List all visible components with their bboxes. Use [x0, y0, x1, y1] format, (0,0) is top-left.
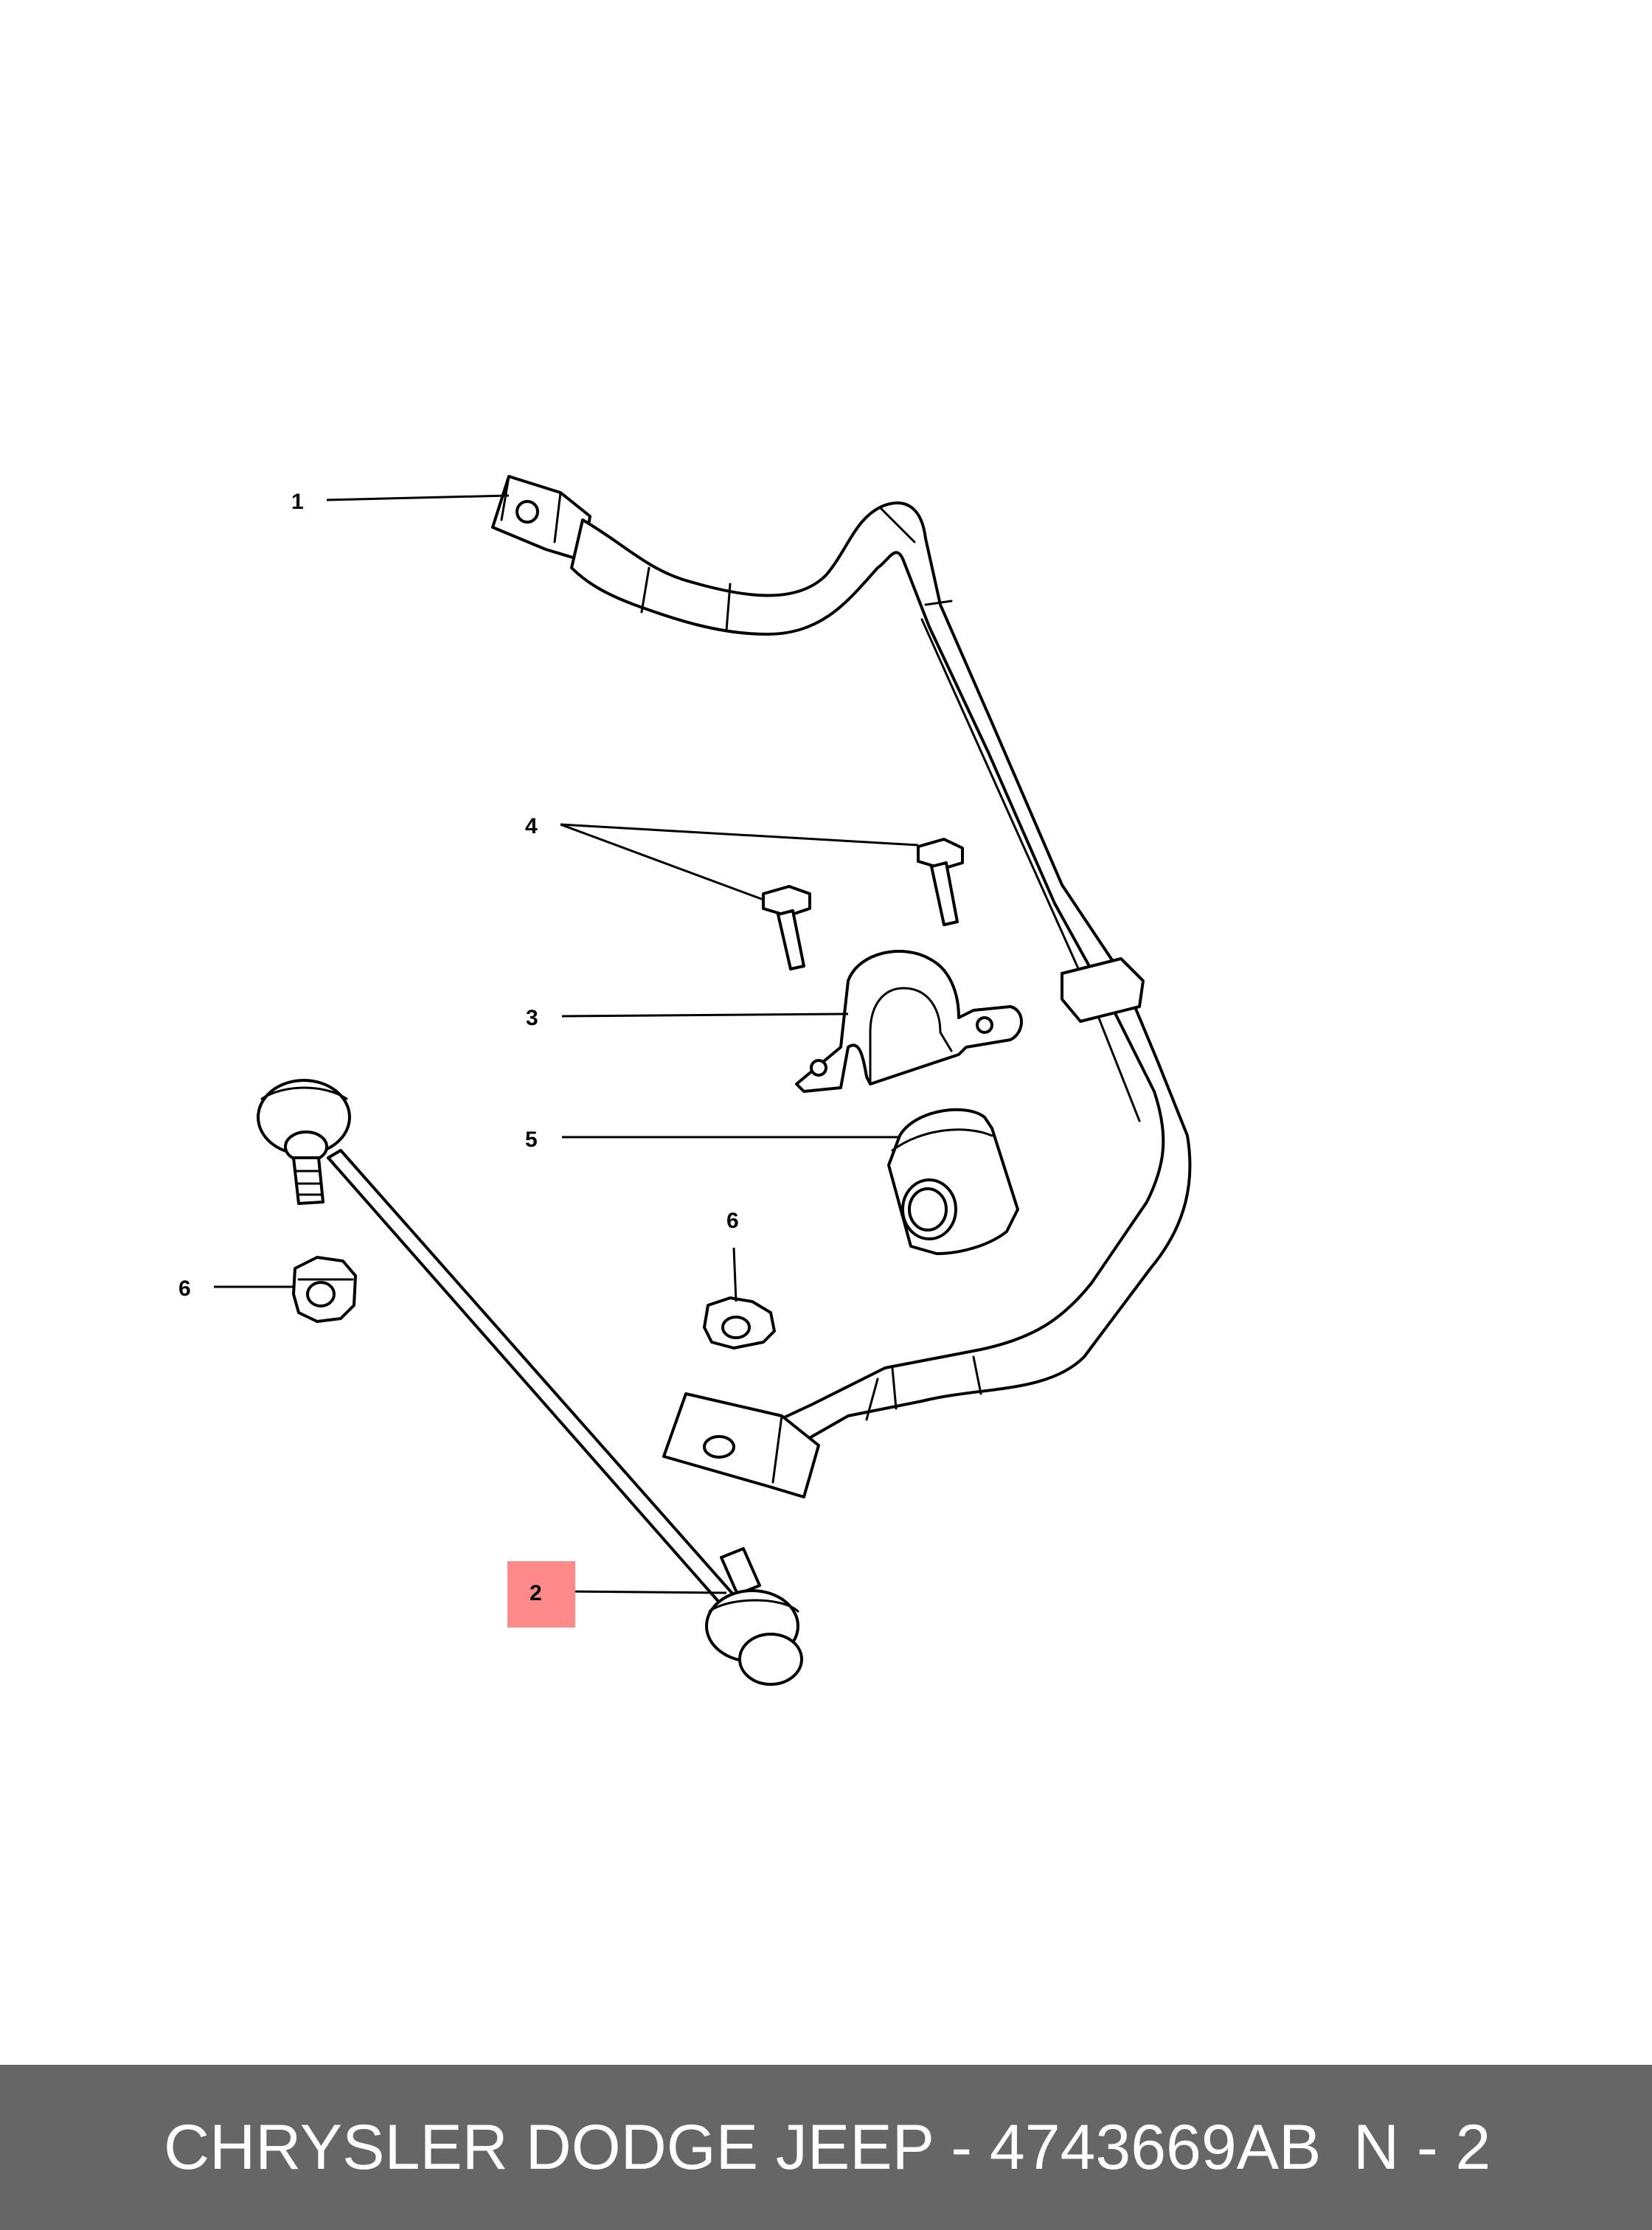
stabilizer-bar	[491, 475, 1192, 1498]
callout-1: 1	[291, 490, 304, 514]
bolt-right	[917, 838, 964, 926]
callout-2: 2	[530, 1581, 542, 1605]
highlight-box	[507, 1561, 575, 1628]
bolt-left	[762, 885, 811, 970]
callout-6-center: 6	[726, 1209, 739, 1233]
callout-3: 3	[526, 1006, 538, 1030]
parts-diagram: 1 2 3 4 5 6 6	[178, 475, 1192, 1686]
bushing-clamp	[795, 950, 1023, 1093]
callout-4: 4	[525, 814, 538, 838]
nut-center	[703, 1296, 776, 1350]
footer-bar: CHRYSLER DODGE JEEP - 4743669AB N - 2	[0, 2065, 1652, 2230]
stabilizer-bushing	[887, 1108, 1019, 1255]
position-label: N - 2	[1353, 2112, 1491, 2183]
part-number-title: CHRYSLER DODGE JEEP - 4743669AB	[164, 2112, 1322, 2183]
nut-left	[292, 1256, 357, 1323]
callout-6-left: 6	[178, 1276, 191, 1301]
stabilizer-link	[257, 1079, 803, 1686]
callout-5: 5	[525, 1128, 538, 1152]
leader-lines	[214, 494, 919, 1594]
